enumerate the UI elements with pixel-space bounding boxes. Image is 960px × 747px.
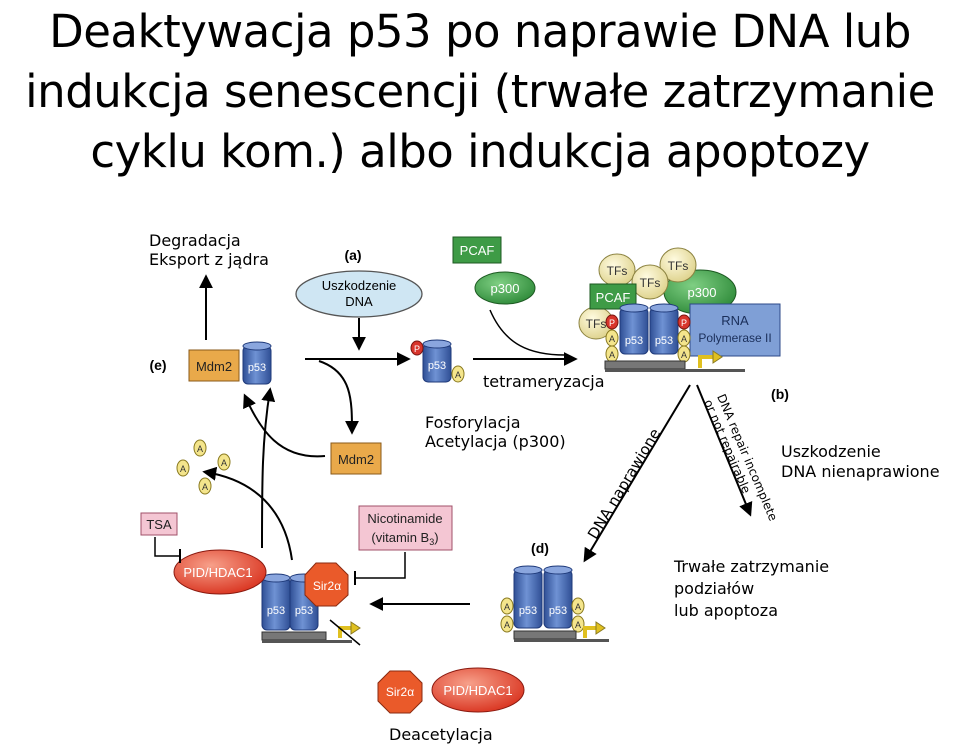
svg-text:Uszkodzenie: Uszkodzenie [322, 278, 396, 293]
label-tetramerization: tetrameryzacja [483, 372, 605, 391]
label-degradation: Degradacja [149, 231, 241, 250]
svg-text:A: A [681, 350, 687, 360]
svg-text:A: A [609, 334, 615, 344]
mdm2-p53-complex: Mdm2 p53 [188, 341, 272, 385]
label-b: (b) [771, 386, 789, 402]
svg-text:p53: p53 [428, 360, 446, 372]
svg-text:PCAF: PCAF [596, 290, 631, 305]
tsa-box: TSA [140, 512, 178, 536]
svg-text:TFs: TFs [640, 276, 661, 290]
phospho-p53-monomer: p53 P A [410, 339, 465, 383]
tsa-inhibition-line [154, 537, 180, 557]
label-arrest-3: lub apoptoza [674, 601, 778, 620]
svg-text:p300: p300 [491, 281, 520, 296]
svg-text:PCAF: PCAF [460, 243, 495, 258]
svg-text:p53: p53 [267, 605, 285, 617]
title-line-3: cyklu kom.) albo indukcja apoptozy [90, 125, 870, 178]
nicotinamide-box: Nicotinamide (vitamin B3) [358, 505, 453, 551]
arrow-mdm2-to-complex [243, 393, 326, 458]
label-arrest-2: podziałów [674, 579, 755, 598]
svg-text:A: A [504, 602, 510, 612]
svg-text:TFs: TFs [586, 317, 607, 331]
arrow-dna-not-repaired [696, 384, 753, 517]
pcaf-box: PCAF [452, 236, 502, 264]
svg-text:p53: p53 [519, 605, 537, 617]
svg-text:TSA: TSA [146, 517, 172, 532]
svg-text:RNA: RNA [721, 313, 749, 328]
svg-text:p300: p300 [688, 285, 717, 300]
svg-text:A: A [455, 370, 461, 380]
svg-text:TFs: TFs [668, 259, 689, 273]
page-title: Deaktywacja p53 po naprawie DNA lub indu… [0, 2, 960, 182]
svg-text:p53: p53 [625, 335, 643, 347]
acetylated-p53-tetramer: p53 p53 A A A A [500, 565, 609, 642]
svg-text:A: A [575, 620, 581, 630]
svg-text:A: A [221, 458, 227, 468]
svg-text:A: A [504, 620, 510, 630]
released-acetyl-groups: A A A A [176, 439, 231, 495]
svg-text:Mdm2: Mdm2 [338, 452, 374, 467]
label-phosphorylation: Fosforylacja [425, 413, 521, 432]
svg-text:A: A [202, 482, 208, 492]
label-deacetylation: Deacetylacja [389, 725, 493, 744]
label-dna-unrepaired-2: DNA nienaprawione [781, 462, 940, 481]
svg-text:PID/HDAC1: PID/HDAC1 [183, 565, 252, 580]
label-arrest-1: Trwałe zatrzymanie [674, 557, 830, 576]
mdm2-box: Mdm2 [330, 442, 382, 475]
svg-text:A: A [197, 444, 203, 454]
p300-ellipse: p300 [474, 271, 536, 305]
label-e: (e) [149, 357, 166, 373]
svg-text:p53: p53 [655, 335, 673, 347]
svg-text:A: A [609, 350, 615, 360]
title-line-1: Deaktywacja p53 po naprawie DNA lub [49, 5, 911, 58]
label-a: (a) [344, 247, 361, 263]
label-nuclear-export: Eksport z jądra [149, 250, 269, 269]
active-transcription-complex: p300 TFs TFs TFs TFs PCAF RNA Polymerase… [578, 247, 781, 372]
label-dna-unrepaired-1: Uszkodzenie [781, 442, 881, 461]
nicotinamide-inhibition-line [355, 552, 406, 579]
hdac-complex: p53 p53 PID/HDAC1 Sir2α [173, 549, 361, 646]
svg-text:p53: p53 [295, 605, 313, 617]
svg-text:(vitamin B3): (vitamin B3) [371, 530, 438, 547]
label-d: (d) [531, 540, 549, 556]
mdm2-label: Mdm2 [196, 359, 232, 374]
svg-text:p53: p53 [549, 605, 567, 617]
label-acetylation: Acetylacja (p300) [425, 432, 566, 451]
svg-text:A: A [681, 334, 687, 344]
svg-text:A: A [180, 464, 186, 474]
p53-label: p53 [248, 362, 266, 374]
svg-text:A: A [575, 602, 581, 612]
arrow-up-to-e [261, 387, 276, 549]
arrow-p300-join [489, 309, 566, 356]
released-hdac-sir2: Sir2α PID/HDAC1 [377, 667, 525, 714]
svg-text:P: P [609, 318, 615, 328]
arrow-dna-repaired [583, 384, 691, 563]
arrow-to-mdm2 [318, 360, 359, 435]
svg-text:PID/HDAC1: PID/HDAC1 [443, 683, 512, 698]
svg-text:Sir2α: Sir2α [313, 579, 341, 593]
dna-damage-ellipse: Uszkodzenie DNA [295, 270, 423, 318]
svg-text:DNA: DNA [345, 294, 373, 309]
svg-text:P: P [414, 344, 420, 354]
arrow-to-mdm2-complex [202, 466, 293, 561]
svg-text:Nicotinamide: Nicotinamide [367, 511, 442, 526]
svg-text:Sir2α: Sir2α [386, 685, 414, 699]
title-line-2: indukcja senescencji (trwałe zatrzymanie [25, 65, 935, 118]
svg-text:P: P [681, 318, 687, 328]
svg-text:Polymerase II: Polymerase II [698, 331, 771, 345]
svg-text:TFs: TFs [607, 264, 628, 278]
